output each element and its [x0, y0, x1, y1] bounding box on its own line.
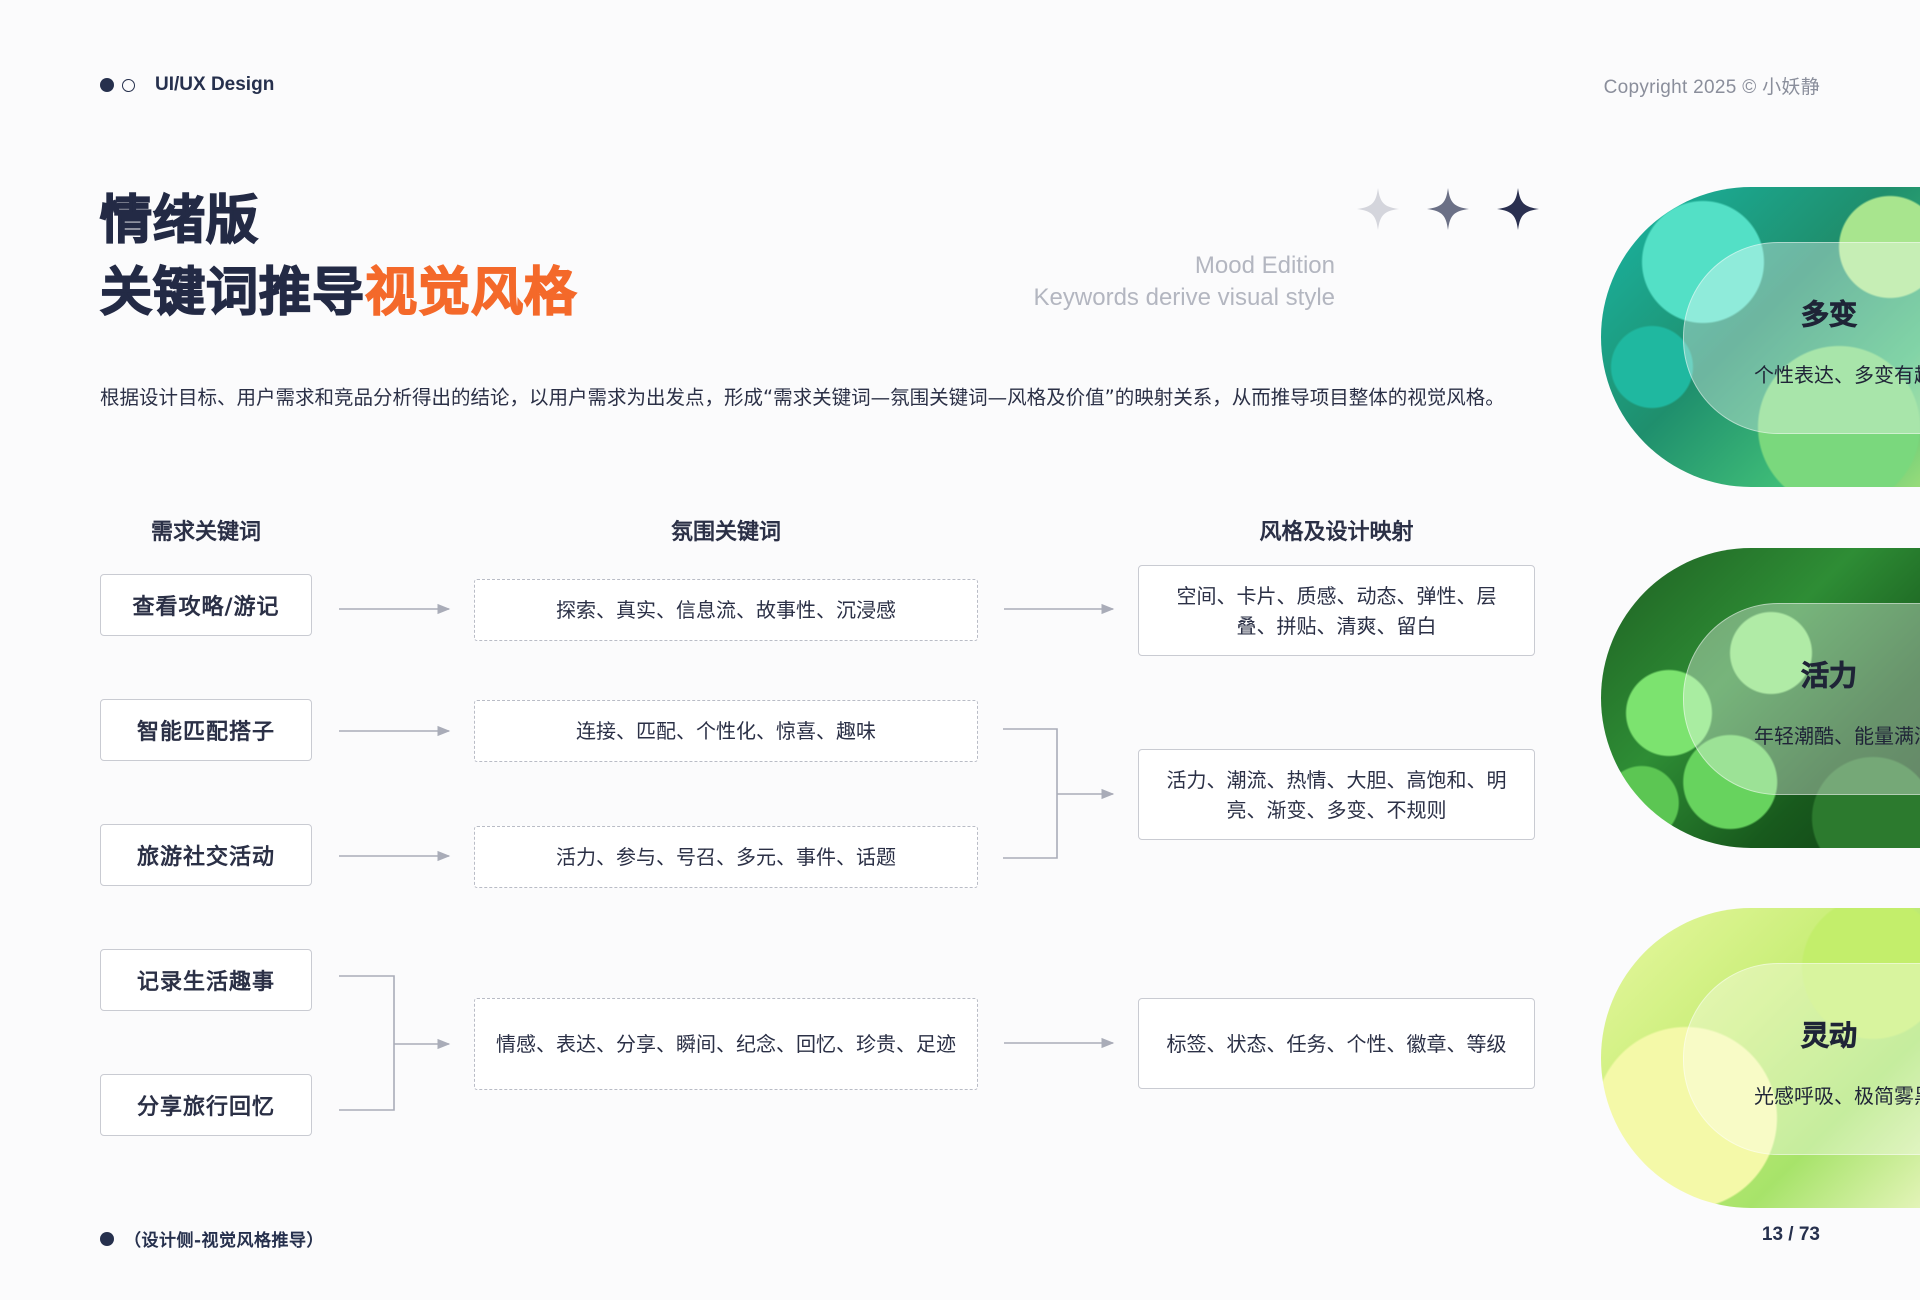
column-heading-style: 风格及设计映射 — [1259, 520, 1414, 545]
requirement-box: 查看攻略/游记 — [100, 574, 312, 636]
sparkle-icon — [1427, 188, 1469, 230]
style-box: 标签、状态、任务、个性、徽章、等级 — [1138, 998, 1535, 1089]
column-heading-atmosphere: 氛围关键词 — [670, 520, 781, 545]
requirement-box: 智能匹配搭子 — [100, 699, 312, 761]
brand-label: UI/UX Design — [155, 74, 275, 95]
brand: UI/UX Design — [100, 74, 274, 96]
mood-card-glass: 灵动 光感呼吸、极简雾黑 — [1683, 963, 1920, 1155]
mood-card-title: 灵动 — [1800, 1019, 1858, 1053]
page-title-line2: 关键词推导视觉风格 — [99, 250, 578, 325]
page-number: 13 / 73 — [1761, 1224, 1820, 1245]
atmosphere-box: 连接、匹配、个性化、惊喜、趣味 — [474, 700, 978, 762]
mood-card-subtitle: 个性表达、多变有趣 — [1754, 363, 1920, 387]
english-subtitle-line2: Keywords derive visual style — [1033, 284, 1335, 311]
sparkle-icon — [1497, 188, 1539, 230]
description: 根据设计目标、用户需求和竞品分析得出的结论，以用户需求为出发点，形成“需求关键词… — [100, 386, 1505, 409]
bracket-connector — [1003, 728, 1058, 859]
mood-card-glass: 活力 年轻潮酷、能量满满 — [1683, 603, 1920, 795]
mood-card-subtitle: 光感呼吸、极简雾黑 — [1754, 1084, 1920, 1108]
title-accent: 视觉风格 — [364, 262, 578, 324]
style-box: 活力、潮流、热情、大胆、高饱和、明亮、渐变、多变、不规则 — [1138, 749, 1535, 840]
atmosphere-box: 活力、参与、号召、多元、事件、话题 — [474, 826, 978, 888]
english-subtitle-line1: Mood Edition — [1194, 252, 1335, 279]
bracket-connector — [339, 975, 395, 1111]
requirement-box: 记录生活趣事 — [100, 949, 312, 1011]
page-title-line1: 情绪版 — [99, 190, 260, 252]
filled-dot-icon — [100, 78, 114, 92]
sparkle-icon — [1357, 188, 1399, 230]
requirement-box: 旅游社交活动 — [100, 824, 312, 886]
style-box: 空间、卡片、质感、动态、弹性、层叠、拼贴、清爽、留白 — [1138, 565, 1535, 656]
mood-card-3: 灵动 光感呼吸、极简雾黑 — [1601, 908, 1920, 1208]
mood-card-glass: 多变 个性表达、多变有趣 — [1683, 242, 1920, 434]
atmosphere-box: 探索、真实、信息流、故事性、沉浸感 — [474, 579, 978, 641]
copyright: Copyright 2025 © 小妖静 — [1603, 77, 1820, 98]
mood-card-1: 多变 个性表达、多变有趣 — [1601, 187, 1920, 487]
empty-dot-icon — [122, 78, 135, 92]
mood-card-subtitle: 年轻潮酷、能量满满 — [1754, 724, 1920, 748]
english-subtitle: Mood Edition Keywords derive visual styl… — [1034, 250, 1335, 314]
requirement-box: 分享旅行回忆 — [100, 1074, 312, 1136]
sparkle-group — [1355, 186, 1541, 232]
footer-label: （设计侧-视觉风格推导） — [124, 1231, 325, 1251]
mood-card-title: 多变 — [1800, 298, 1858, 332]
mood-card-title: 活力 — [1800, 659, 1858, 693]
column-heading-requirement: 需求关键词 — [150, 520, 261, 545]
filled-dot-icon — [100, 1231, 114, 1246]
mood-card-2: 活力 年轻潮酷、能量满满 — [1601, 548, 1920, 848]
title-main: 关键词推导 — [99, 262, 366, 324]
footer-section-label: （设计侧-视觉风格推导） — [100, 1226, 324, 1251]
atmosphere-box: 情感、表达、分享、瞬间、纪念、回忆、珍贵、足迹 — [474, 998, 978, 1090]
